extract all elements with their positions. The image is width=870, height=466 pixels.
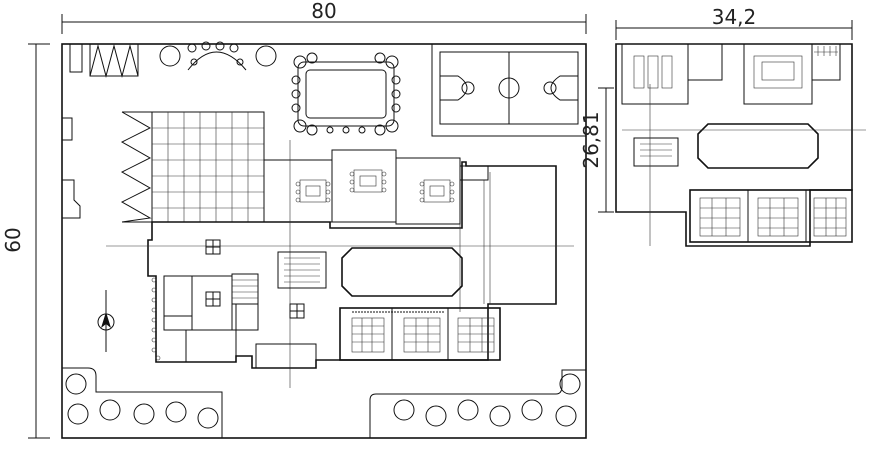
tree-symbol-icon	[521, 399, 543, 421]
north-arrow-icon	[97, 290, 115, 352]
gate-arch	[187, 51, 247, 71]
tree-symbol-icon	[67, 403, 89, 425]
tree-symbol-icon	[393, 399, 415, 421]
tree-symbol-icon	[65, 373, 87, 395]
stair-icon	[231, 273, 259, 305]
multipurpose-hall	[341, 247, 463, 297]
garden-pavilion	[291, 52, 401, 136]
furniture-symbols	[205, 239, 305, 319]
hedge-dots	[151, 277, 161, 361]
dimension-label-34-2: 34,2	[712, 5, 757, 29]
classroom-wing-lower	[339, 307, 501, 361]
tree-symbol-icon	[489, 405, 511, 427]
hatch-top-left	[89, 43, 139, 78]
dimension-label-26-81: 26,81	[579, 111, 603, 168]
bottom-right-garden	[369, 369, 586, 438]
tree-symbol-icon	[457, 399, 479, 421]
classroom-block	[263, 149, 489, 225]
left-niche-1	[62, 117, 73, 141]
tree-symbol-icon	[197, 407, 219, 429]
dimension-detail-width: 34,2	[615, 5, 853, 40]
hatch-left-triangles	[120, 111, 153, 223]
site-boundary	[61, 43, 587, 439]
dimension-detail-height: 26,81	[579, 87, 614, 213]
basketball-court-icon	[431, 43, 587, 137]
detail-building	[615, 43, 866, 247]
dimension-left-60: 60	[1, 43, 50, 439]
dimension-label-60: 60	[1, 227, 25, 252]
dimension-label-80: 80	[311, 0, 336, 23]
tree-symbol-icon	[165, 401, 187, 423]
tree-symbol-icon	[99, 399, 121, 421]
top-trees	[159, 41, 277, 71]
grid-hall	[151, 111, 265, 223]
tree-symbol-icon	[159, 45, 181, 67]
office-rooms	[163, 275, 317, 369]
tree-symbol-icon	[133, 403, 155, 425]
entrance-notch	[69, 44, 83, 73]
bottom-left-garden	[62, 367, 223, 438]
left-niche-2	[62, 179, 81, 219]
stair-icon	[277, 251, 327, 289]
tree-symbol-icon	[559, 373, 581, 395]
tree-symbol-icon	[425, 405, 447, 427]
tree-symbol-icon	[555, 405, 577, 427]
dimension-top-80: 80	[61, 0, 587, 34]
tree-symbol-icon	[255, 45, 277, 67]
